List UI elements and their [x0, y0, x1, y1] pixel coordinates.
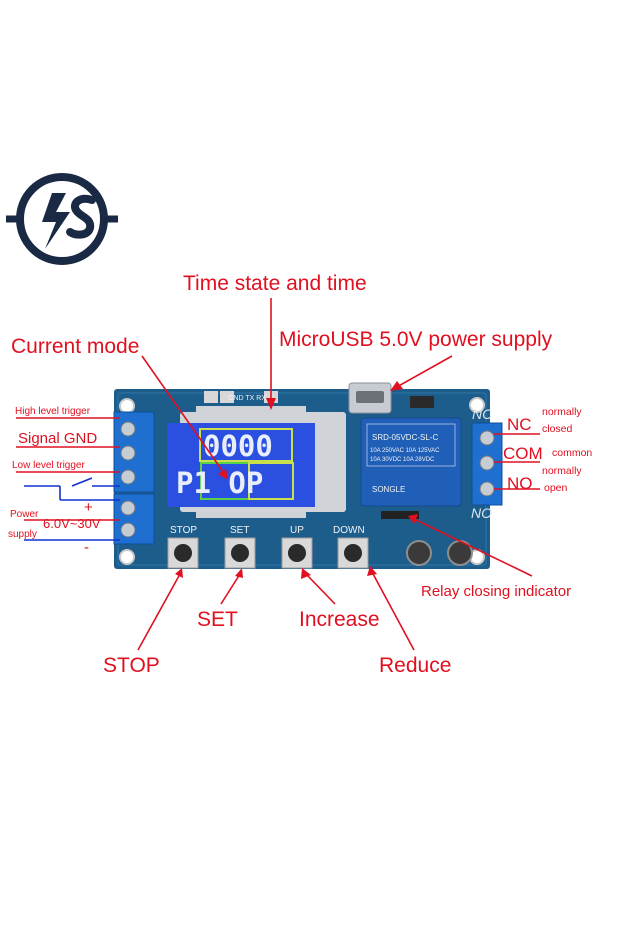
label-voltage-range: 6.0V~30V — [43, 516, 101, 531]
silk-nc: NC — [472, 406, 493, 422]
set-button[interactable] — [224, 537, 256, 569]
label-nc: NC — [507, 415, 532, 434]
relay: SRD-05VDC-SL-C 10A 250VAC 10A 125VAC 10A… — [360, 417, 462, 507]
relay-spec-1: 10A 250VAC 10A 125VAC — [370, 448, 440, 454]
relay-spec-2: 10A 30VDC 10A 28VDC — [370, 457, 435, 463]
label-no: NO — [507, 474, 533, 493]
label-minus: - — [84, 539, 89, 556]
lcd-pins — [196, 406, 306, 518]
label-stop: STOP — [103, 654, 160, 677]
stop-button[interactable] — [167, 537, 199, 569]
label-set: SET — [197, 608, 238, 631]
label-high-level-trigger: High level trigger — [15, 406, 91, 417]
input-terminal-block — [113, 411, 155, 545]
smd-diode — [410, 396, 434, 408]
label-relay-indicator: Relay closing indicator — [421, 583, 571, 600]
label-com-desc: common — [552, 447, 592, 459]
silk-set: SET — [230, 525, 249, 536]
label-com: COM — [503, 444, 543, 463]
label-supply: supply — [8, 529, 37, 540]
lcd-display: 0000 P1 OP — [167, 412, 346, 512]
silk-stop: STOP — [170, 525, 197, 536]
label-no-desc-1: normally — [542, 465, 582, 477]
output-terminal-block — [471, 422, 503, 506]
down-button[interactable] — [337, 537, 369, 569]
lcd-time-value: 0000 — [203, 429, 273, 463]
power-plug-logo-icon — [6, 173, 118, 265]
up-button[interactable] — [281, 537, 313, 569]
lcd-mode-value: P1 OP — [176, 466, 263, 500]
label-no-desc-2: open — [544, 482, 568, 494]
silk-no: NO — [471, 505, 492, 521]
label-time-state: Time state and time — [183, 272, 367, 295]
label-low-level-trigger: Low level trigger — [12, 460, 85, 471]
relay-indicator-led — [381, 511, 419, 519]
microusb-port — [348, 382, 392, 414]
silk-down: DOWN — [333, 525, 365, 536]
label-current-mode: Current mode — [11, 335, 139, 358]
annotation-lines — [16, 298, 540, 651]
label-reduce: Reduce — [379, 654, 451, 677]
label-microusb: MicroUSB 5.0V power supply — [279, 328, 553, 351]
label-power: Power — [10, 509, 39, 520]
label-nc-desc-1: normally — [542, 406, 582, 418]
label-nc-desc-2: closed — [542, 423, 573, 435]
relay-model: SRD-05VDC-SL-C — [372, 433, 438, 442]
label-plus: + — [84, 499, 93, 516]
label-increase: Increase — [299, 608, 380, 631]
relay-brand: SONGLE — [372, 485, 405, 494]
silk-up: UP — [290, 525, 304, 536]
capacitors — [406, 540, 473, 566]
label-signal-gnd: Signal GND — [18, 430, 97, 447]
header-label: GND TX RX — [228, 395, 266, 402]
